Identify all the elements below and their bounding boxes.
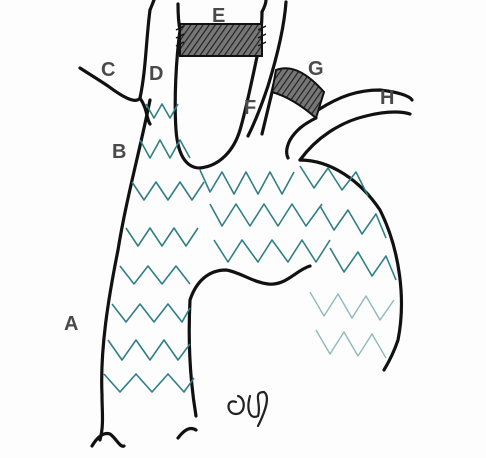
label-h: H xyxy=(380,88,394,108)
stent-graft xyxy=(104,104,396,392)
signature xyxy=(229,392,267,426)
label-a: A xyxy=(64,314,78,334)
graft-e xyxy=(176,24,266,56)
label-d: D xyxy=(149,64,163,84)
label-f: F xyxy=(244,98,256,118)
label-c: C xyxy=(101,60,115,80)
label-e: E xyxy=(212,6,225,26)
label-b: B xyxy=(112,142,126,162)
stent-graft-distal xyxy=(310,292,394,358)
label-g: G xyxy=(308,59,324,79)
vessel-outline xyxy=(80,0,412,446)
